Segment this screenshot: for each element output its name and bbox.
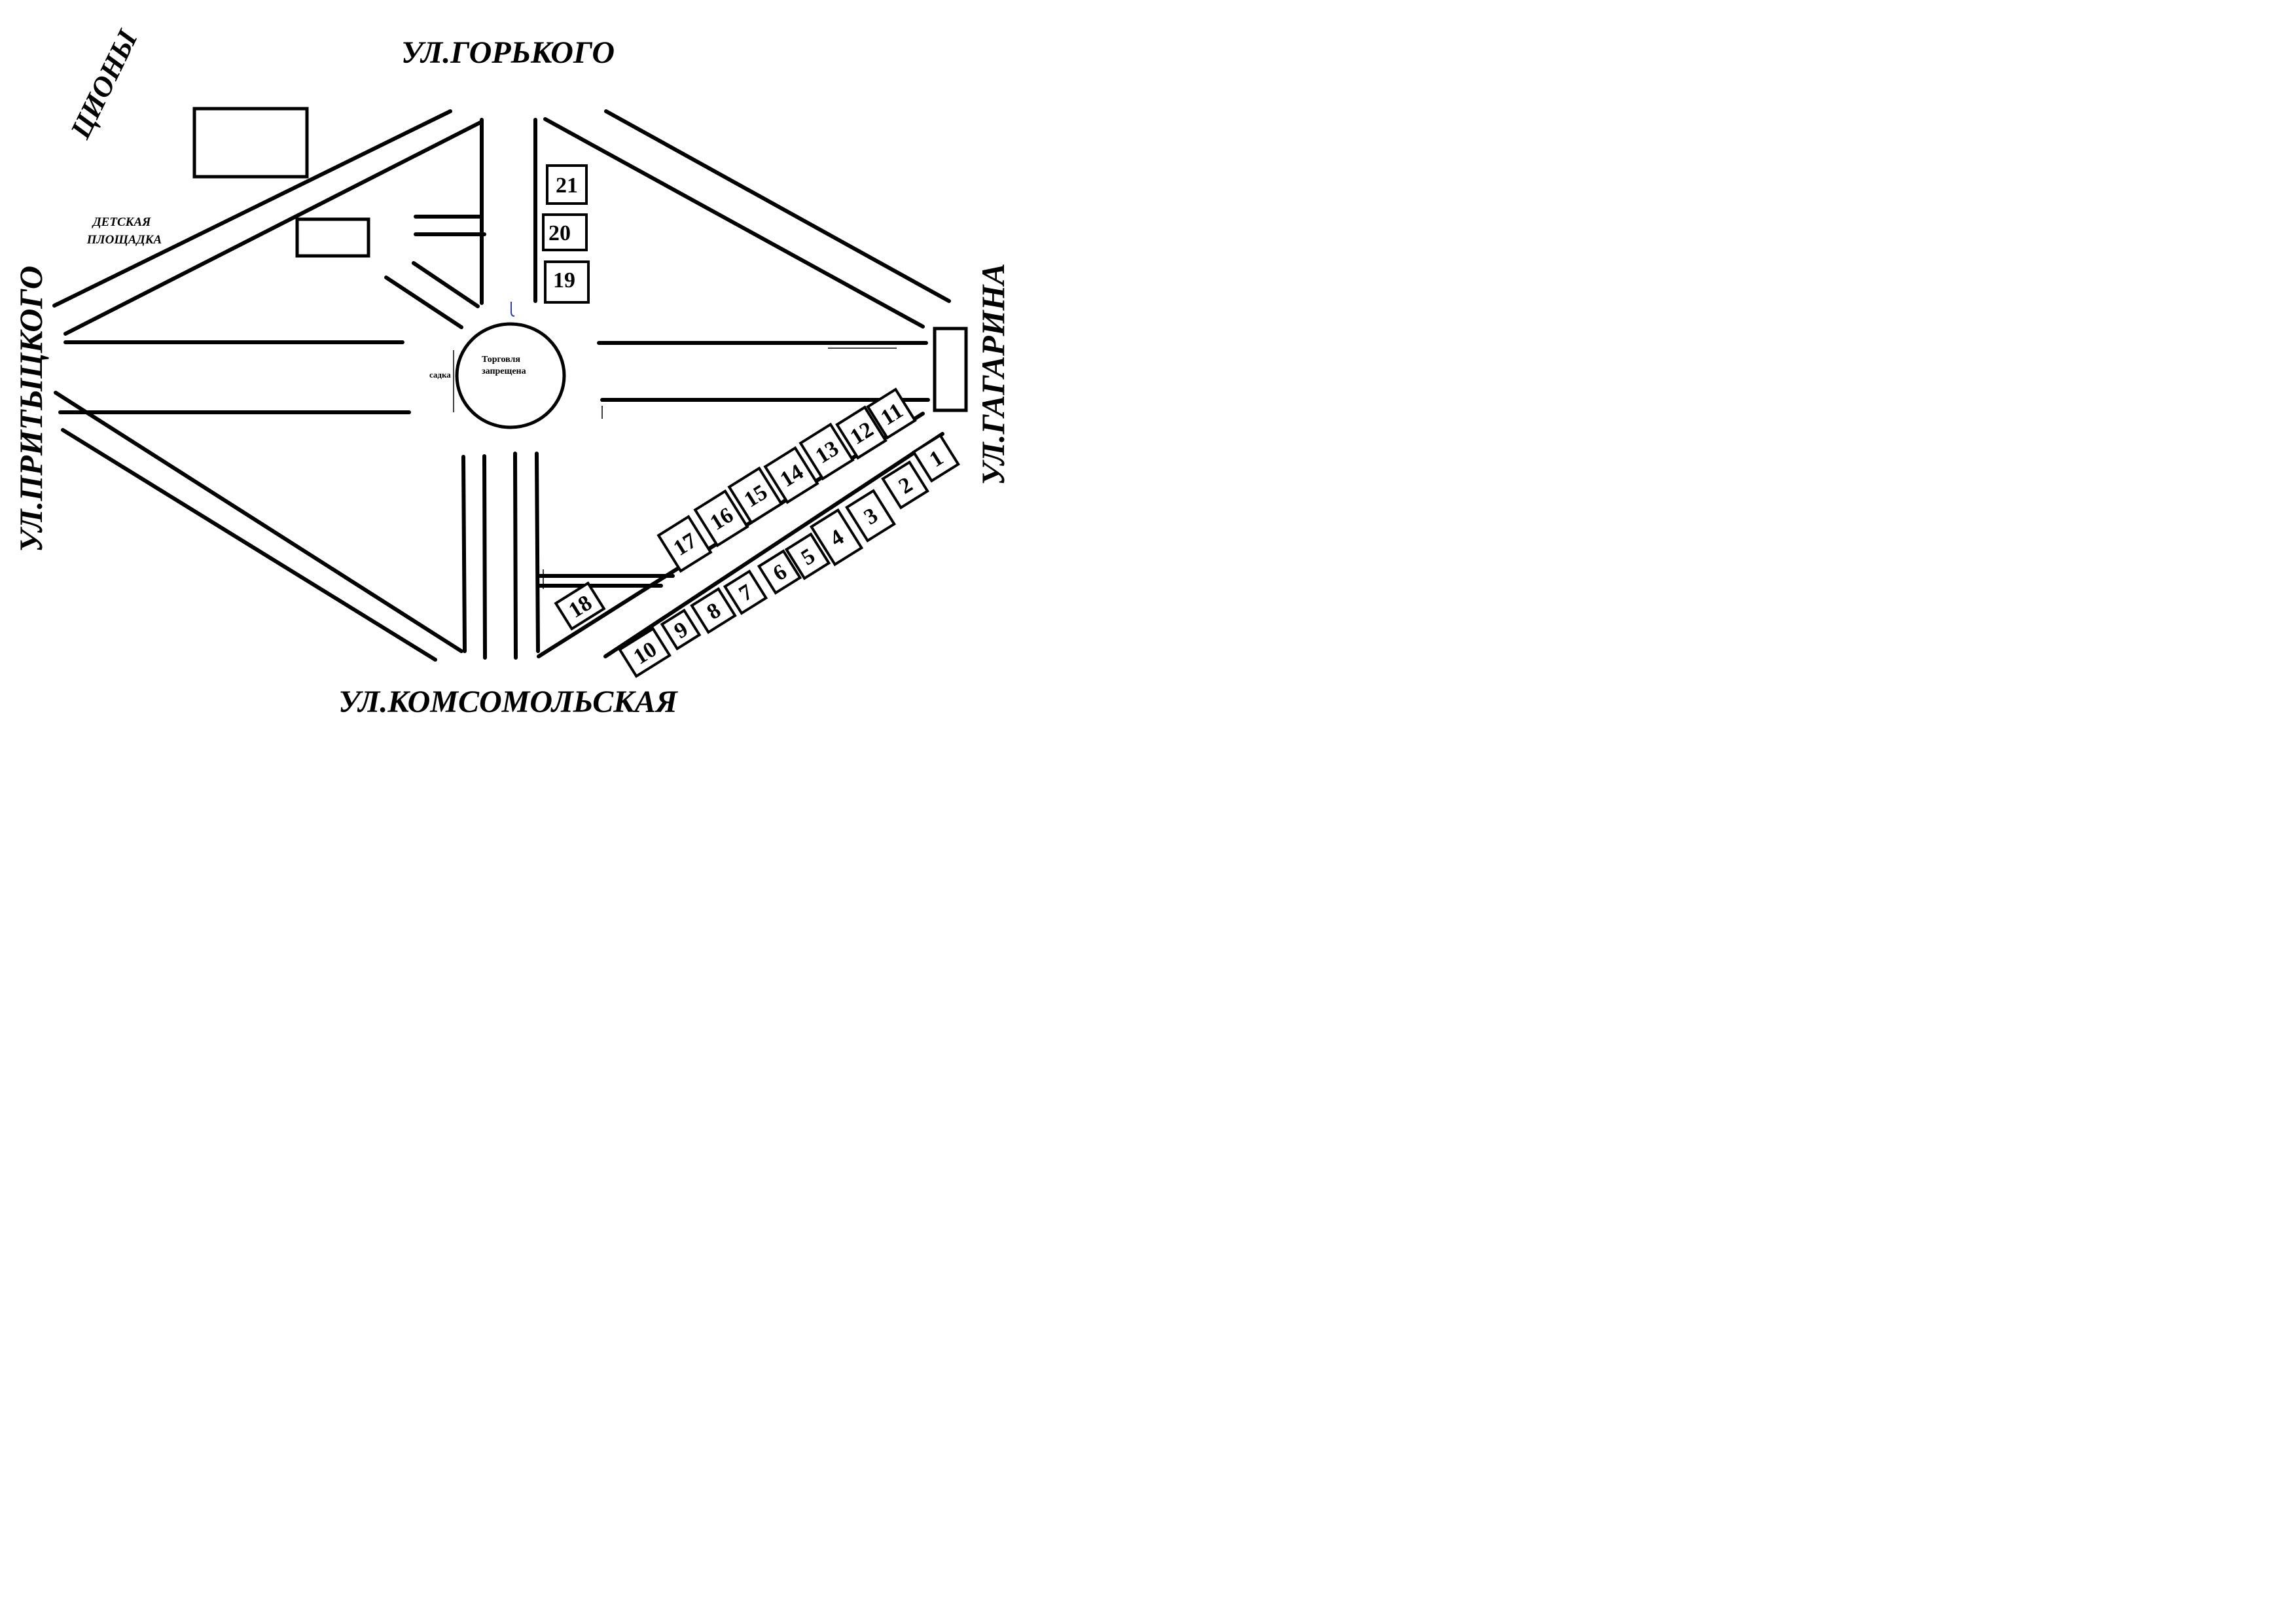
building-nw-small <box>295 217 370 258</box>
road-sw-outer <box>61 428 437 662</box>
kiosk-19: 19 <box>544 260 590 304</box>
kiosk-2: 2 <box>881 460 929 510</box>
kiosk-9: 9 <box>660 608 702 651</box>
road-sw-inner <box>54 391 463 653</box>
street-label-gagarina: УЛ.ГАГАРИНА <box>975 263 1011 486</box>
circle-label-line1: Торговля <box>482 355 520 365</box>
road-nw-diag-2 <box>412 261 480 308</box>
central-circle <box>455 322 566 429</box>
kiosk-17: 17 <box>656 514 713 573</box>
road-nw-inner <box>63 120 484 336</box>
road-ne-inner <box>543 117 925 329</box>
kiosk-7: 7 <box>723 569 768 615</box>
kiosk-10: 10 <box>618 626 672 679</box>
kiosk-14: 14 <box>763 446 819 505</box>
kiosk-15: 15 <box>727 466 783 525</box>
kiosk-16: 16 <box>693 489 749 548</box>
road-se-outer <box>603 432 944 658</box>
circle-label-line2: запрещена <box>482 366 526 376</box>
kiosk-6: 6 <box>757 549 802 595</box>
playground-label-line2: ПЛОЩАДКА <box>86 233 162 247</box>
fragment-label-adka: садка <box>429 370 451 380</box>
kiosk-5: 5 <box>784 532 831 580</box>
kiosk-4: 4 <box>809 508 864 567</box>
street-label-komsomolskaya: УЛ.КОМСОМОЛЬСКАЯ <box>338 685 679 718</box>
road-nw-outer <box>52 109 452 308</box>
road-south-3 <box>513 452 518 660</box>
trade-area-map: УЛ.ГОРЬКОГО УЛ.КОМСОМОЛЬСКАЯ УЛ.ПРИТЫЦКО… <box>12 24 1011 718</box>
road-south-2 <box>482 454 487 660</box>
kiosk-12: 12 <box>835 405 888 460</box>
kiosk-20: 20 <box>542 213 588 251</box>
kiosk-3: 3 <box>844 489 897 543</box>
kiosk-11: 11 <box>866 387 917 440</box>
street-label-pritytskogo: УЛ.ПРИТЫЦКОГО <box>12 266 49 552</box>
street-label-fragment: ЦИОНЫ <box>64 24 145 144</box>
kiosk-13: 13 <box>798 422 855 481</box>
road-ne-outer <box>604 109 951 303</box>
road-south-1 <box>461 455 467 653</box>
svg-text:21: 21 <box>556 173 578 198</box>
road-south-4 <box>535 452 540 653</box>
svg-text:20: 20 <box>548 221 571 245</box>
kiosk-21: 21 <box>546 164 588 205</box>
street-label-gorkogo: УЛ.ГОРЬКОГО <box>401 35 615 70</box>
kiosk-1: 1 <box>912 433 960 483</box>
road-nw-diag-1 <box>384 276 463 329</box>
building-nw-large <box>192 107 309 179</box>
kiosk-18: 18 <box>554 581 606 631</box>
playground-label-line1: ДЕТСКАЯ <box>92 215 151 229</box>
kiosk-8: 8 <box>690 587 737 634</box>
svg-text:19: 19 <box>553 268 575 293</box>
blue-mark <box>511 302 515 317</box>
building-east-gagarina <box>933 327 968 412</box>
